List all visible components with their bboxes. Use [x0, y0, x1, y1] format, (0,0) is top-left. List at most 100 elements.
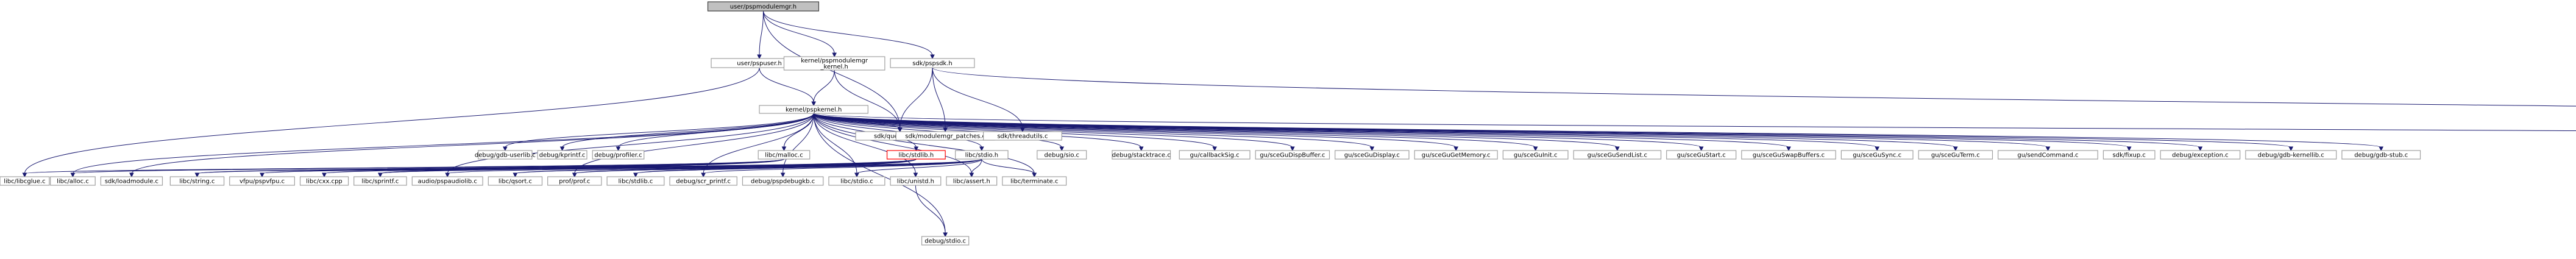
node-gdb-kernellib[interactable]: debug/gdb-kernellib.c — [2245, 150, 2337, 160]
edge-line — [971, 158, 982, 174]
node-gusync[interactable]: gu/sceGuSync.c — [1840, 150, 1914, 160]
node-label: libc/terminate.c — [1010, 179, 1059, 185]
edge-arrowhead — [503, 146, 508, 152]
node-scr-printf[interactable]: debug/scr_printf.c — [669, 176, 737, 186]
node-box — [946, 176, 998, 186]
node-box — [1002, 176, 1067, 186]
node-libc-sprintf[interactable]: libc/sprintf.c — [353, 176, 407, 186]
dependency-edge — [378, 158, 982, 178]
node-modmgr-patches[interactable]: sdk/modulemgr_patches.c — [895, 131, 995, 141]
node-assert[interactable]: libc/assert.h — [946, 176, 998, 186]
node-label: user/pspmodulemgr.h — [730, 4, 797, 10]
edge-line — [813, 113, 901, 129]
node-loadmodule[interactable]: sdk/loadmodule.c — [100, 176, 163, 186]
node-fixup[interactable]: sdk/fixup.c — [2102, 150, 2156, 160]
node-cxx[interactable]: libc/cxx.cpp — [299, 176, 349, 186]
node-box — [1840, 150, 1914, 160]
edge-line — [813, 113, 946, 234]
node-kmodmgr[interactable]: kernel/pspmodulemgr_kernel.h — [783, 56, 885, 71]
edge-arrowhead — [1369, 146, 1375, 152]
node-alloc[interactable]: libc/alloc.c — [50, 176, 96, 186]
edge-arrowhead — [1212, 146, 1217, 152]
graph-edges — [22, 10, 2576, 238]
node-label: debug/gdb-userlib.c — [475, 152, 536, 159]
edge-line — [813, 113, 2382, 148]
node-label: debug/pspdebugkb.c — [751, 179, 815, 185]
node-guterm[interactable]: gu/sceGuTerm.c — [1918, 150, 1993, 160]
node-pspdebugkb[interactable]: debug/pspdebugkb.c — [742, 176, 824, 186]
node-libc-stdio[interactable]: libc/stdio.c — [828, 176, 885, 186]
node-threadutils[interactable]: sdk/threadutils.c — [983, 131, 1062, 141]
node-prof[interactable]: prof/prof.c — [547, 176, 602, 186]
node-box — [1918, 150, 1993, 160]
edge-line — [574, 113, 814, 174]
node-box — [606, 176, 665, 186]
node-gdb-userlib[interactable]: debug/gdb-userlib.c — [475, 150, 536, 160]
node-libc-stdlib[interactable]: libc/stdlib.c — [606, 176, 665, 186]
node-libc-string[interactable]: libc/string.c — [169, 176, 225, 186]
node-gdb-stub[interactable]: debug/gdb-stub.c — [2341, 150, 2421, 160]
node-box — [2160, 150, 2241, 160]
node-label: gu/sendCommand.c — [2017, 152, 2078, 159]
dependency-edge — [759, 67, 816, 107]
node-kprintf[interactable]: debug/kprintf.c — [537, 150, 587, 160]
node-box — [50, 176, 96, 186]
node-qsort[interactable]: libc/qsort.c — [488, 176, 543, 186]
node-pspaudiolib[interactable]: audio/pspaudiolib.c — [411, 176, 483, 186]
node-box — [783, 56, 885, 71]
edge-line — [762, 10, 933, 56]
node-pspsdk[interactable]: sdk/pspsdk.h — [890, 58, 975, 68]
node-sendcommand[interactable]: gu/sendCommand.c — [1998, 150, 2098, 160]
node-sendlist[interactable]: gu/sceGuSendList.c — [1573, 150, 1662, 160]
dependency-edge — [813, 113, 2384, 152]
edge-arrowhead — [1953, 146, 1958, 152]
node-callbacksgu[interactable]: gu/callbackSig.c — [1179, 150, 1251, 160]
node-getmemory[interactable]: gu/sceGuGetMemory.c — [1414, 150, 1498, 160]
node-label: debug/stdio.c — [924, 238, 966, 245]
node-stdlib-h[interactable]: libc/stdlib.h — [886, 150, 946, 160]
node-box — [229, 176, 295, 186]
node-box — [1502, 150, 1569, 160]
node-stdio-h[interactable]: libc/stdio.h — [955, 150, 1009, 160]
node-box — [299, 176, 349, 186]
node-profiler[interactable]: debug/profiler.c — [592, 150, 645, 160]
node-box — [1037, 150, 1087, 160]
edge-line — [856, 158, 982, 174]
edge-arrowhead — [811, 101, 816, 107]
node-box — [1179, 150, 1251, 160]
edge-arrowhead — [70, 172, 76, 178]
edge-arrowhead — [513, 172, 518, 178]
node-label: libc/alloc.c — [57, 179, 89, 185]
node-swapbuffers[interactable]: gu/sceGuSwapBuffers.c — [1741, 150, 1836, 160]
node-debug-stdio[interactable]: debug/stdio.c — [921, 236, 970, 246]
node-gustart[interactable]: gu/sceGuStart.c — [1666, 150, 1737, 160]
node-exception[interactable]: debug/exception.c — [2160, 150, 2241, 160]
dependency-edge — [22, 67, 760, 178]
edge-line — [562, 113, 814, 148]
dependency-edge — [129, 113, 814, 178]
edge-arrowhead — [854, 172, 859, 178]
node-malloc[interactable]: libc/malloc.c — [758, 150, 811, 160]
dependency-edge — [932, 67, 1025, 133]
node-box — [1335, 150, 1410, 160]
node-sio[interactable]: debug/sio.c — [1037, 150, 1087, 160]
node-gudisplay[interactable]: gu/sceGuDisplay.c — [1335, 150, 1410, 160]
node-libglue[interactable]: libc/libcglue.c — [0, 176, 50, 186]
node-label: sdk/threadutils.c — [997, 133, 1048, 140]
edge-arrowhead — [832, 52, 837, 58]
node-unistd-h[interactable]: libc/unistd.h — [890, 176, 942, 186]
node-label: kernel/pspmodulemgr — [801, 58, 868, 65]
node-pspvfpu[interactable]: vfpu/pspvfpu.c — [229, 176, 295, 186]
node-terminate[interactable]: libc/terminate.c — [1002, 176, 1067, 186]
node-psp-modulemgr[interactable]: user/pspmodulemgr.h — [707, 1, 820, 12]
node-pspkernel[interactable]: kernel/pspkernel.h — [759, 105, 868, 114]
edge-line — [981, 158, 1035, 174]
edge-arrowhead — [930, 54, 935, 60]
node-dispbuffer[interactable]: gu/sceGuDispBuffer.c — [1255, 150, 1330, 160]
edge-line — [813, 113, 1372, 148]
node-guinit[interactable]: gu/sceGuInit.c — [1502, 150, 1569, 160]
node-stacktrace[interactable]: debug/stacktrace.c — [1112, 150, 1171, 160]
dependency-edge — [633, 158, 982, 178]
node-label: gu/sceGuTerm.c — [1931, 152, 1980, 159]
